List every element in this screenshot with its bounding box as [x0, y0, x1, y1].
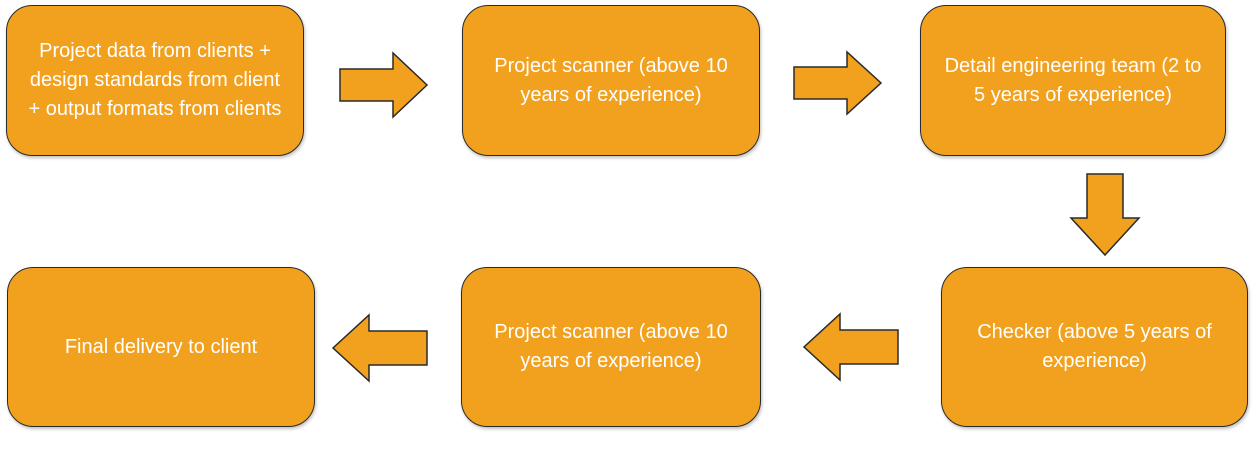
box-client-project-data: Project data from clients + design stand… — [6, 5, 304, 156]
box-detail-engineering-team: Detail engineering team (2 to 5 years of… — [920, 5, 1226, 156]
arrow-right-icon — [793, 50, 883, 116]
box-label: Detail engineering team (2 to 5 years of… — [944, 54, 1202, 106]
box-project-scanner-review: Project scanner (above 10 years of exper… — [461, 267, 761, 427]
box-label: Project data from clients + design stand… — [28, 40, 282, 120]
arrow-left-icon — [802, 312, 899, 382]
arrow-right-icon — [339, 51, 429, 119]
arrow-down-icon — [1069, 173, 1141, 257]
arrow-left-icon — [331, 313, 428, 383]
box-checker: Checker (above 5 years of experience) — [941, 267, 1248, 427]
box-label: Checker (above 5 years of experience) — [977, 321, 1212, 372]
box-final-delivery: Final delivery to client — [7, 267, 315, 427]
box-label: Project scanner (above 10 years of exper… — [494, 54, 728, 106]
box-project-scanner-initial: Project scanner (above 10 years of exper… — [462, 5, 760, 156]
box-label: Final delivery to client — [64, 335, 258, 358]
box-label: Project scanner (above 10 years of exper… — [494, 321, 728, 372]
